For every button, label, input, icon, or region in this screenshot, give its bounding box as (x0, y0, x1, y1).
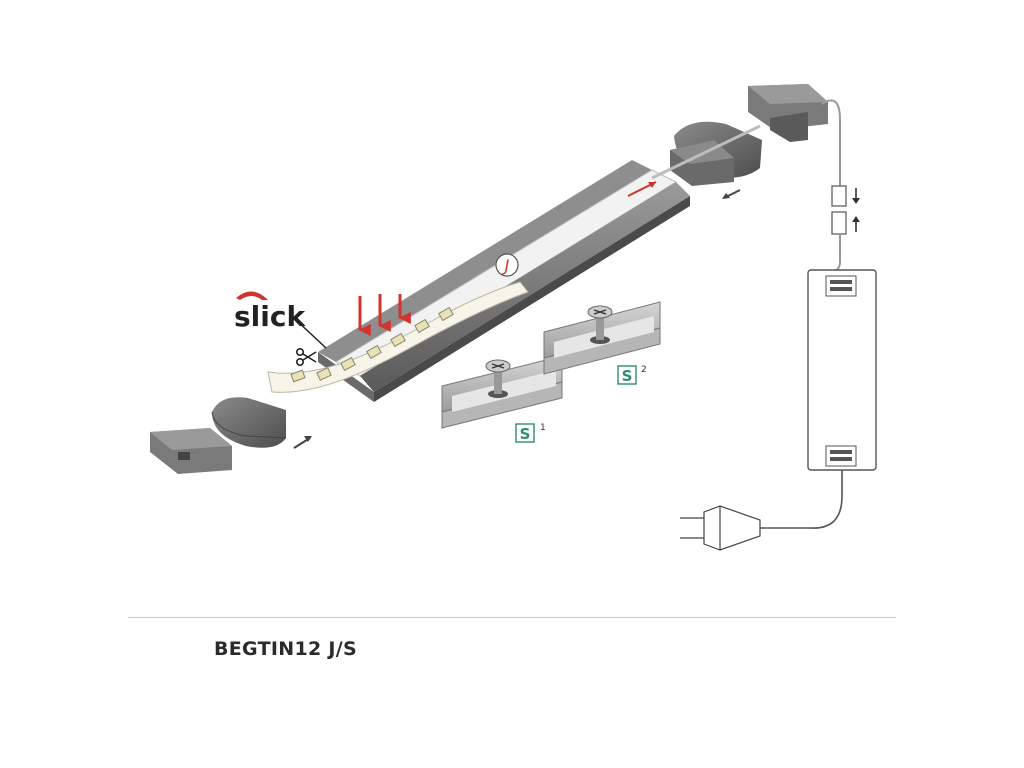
svg-text:S: S (520, 425, 531, 443)
s-marker-2: S 2 (617, 365, 647, 385)
mains-plug (680, 505, 761, 551)
j-marker: J (495, 253, 519, 277)
mounting-clip-1 (441, 355, 563, 429)
scissors-icon (295, 347, 317, 366)
svg-text:S: S (622, 367, 633, 385)
slick-logo: slick (234, 291, 327, 349)
led-strip (267, 281, 529, 393)
mains-cable (760, 470, 843, 529)
left-end-plug (150, 428, 232, 474)
cap-arrow-left (293, 436, 312, 449)
divider-line (128, 617, 896, 618)
s-marker-1: S 1 (515, 423, 546, 443)
mounting-clip-2 (543, 301, 661, 375)
power-supply (807, 269, 877, 471)
slide-arrow (627, 181, 657, 197)
internal-wire (651, 124, 761, 180)
svg-text:J: J (502, 256, 510, 275)
product-code: BEGTIN12 J/S (214, 638, 358, 660)
left-end-cap (211, 397, 287, 448)
right-end-plug (748, 84, 828, 142)
insert-arrows (358, 294, 411, 336)
driver-input-cable (831, 234, 841, 273)
led-cable (821, 99, 841, 186)
slick-logo-text: slick (234, 300, 306, 333)
svg-text:2: 2 (641, 365, 647, 375)
cap-arrow-right (722, 189, 741, 199)
svg-text:1: 1 (540, 423, 546, 433)
quick-connector (831, 185, 860, 235)
